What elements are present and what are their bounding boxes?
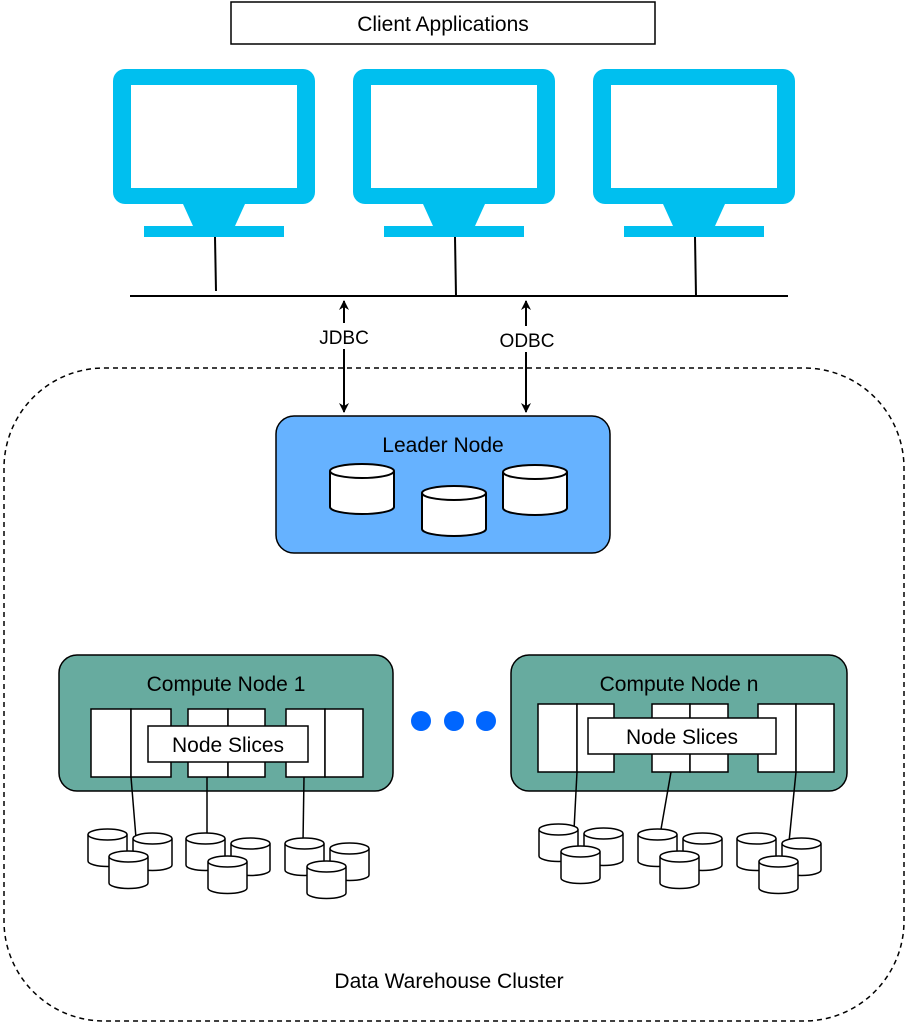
data-warehouse-cluster-boundary bbox=[3, 367, 905, 1022]
monitor-icon bbox=[593, 69, 795, 237]
database-icon bbox=[329, 463, 395, 515]
network-bus bbox=[130, 236, 788, 297]
svg-text:Client Applications: Client Applications bbox=[357, 13, 529, 36]
storage-connectors bbox=[130, 771, 797, 843]
database-icon bbox=[306, 860, 347, 900]
monitor-icon bbox=[113, 69, 315, 237]
storage-cluster-4 bbox=[538, 823, 624, 885]
compute-node-1: Compute Node 1 Node Slices bbox=[58, 654, 394, 792]
data-warehouse-cluster-label: Data Warehouse Cluster bbox=[334, 970, 563, 993]
compute-node-1-label: Compute Node 1 bbox=[147, 673, 306, 696]
database-icon bbox=[560, 845, 601, 885]
leader-node-label: Leader Node bbox=[382, 434, 503, 457]
storage-cluster-5 bbox=[637, 828, 723, 890]
database-icon bbox=[659, 850, 700, 890]
database-icon bbox=[758, 855, 799, 895]
storage-cluster-2 bbox=[185, 832, 271, 895]
compute-node-n: Compute Node n Node Slices bbox=[510, 654, 848, 792]
odbc-label: ODBC bbox=[500, 331, 555, 352]
database-icon bbox=[108, 850, 149, 890]
jdbc-label: JDBC bbox=[319, 328, 369, 349]
storage-cluster-3 bbox=[284, 837, 370, 900]
ellipsis-dots bbox=[411, 711, 496, 731]
node-slices-label: Node Slices bbox=[626, 726, 738, 749]
monitor-icon bbox=[353, 69, 555, 237]
leader-node: Leader Node bbox=[275, 415, 611, 554]
storage-cluster-1 bbox=[87, 828, 173, 890]
compute-node-n-label: Compute Node n bbox=[600, 673, 759, 696]
client-applications-title: Client Applications bbox=[230, 1, 656, 45]
storage-cluster-6 bbox=[736, 832, 822, 895]
database-icon bbox=[502, 464, 568, 516]
database-icon bbox=[207, 855, 248, 895]
node-slices-label: Node Slices bbox=[172, 734, 284, 757]
database-icon bbox=[421, 485, 487, 537]
